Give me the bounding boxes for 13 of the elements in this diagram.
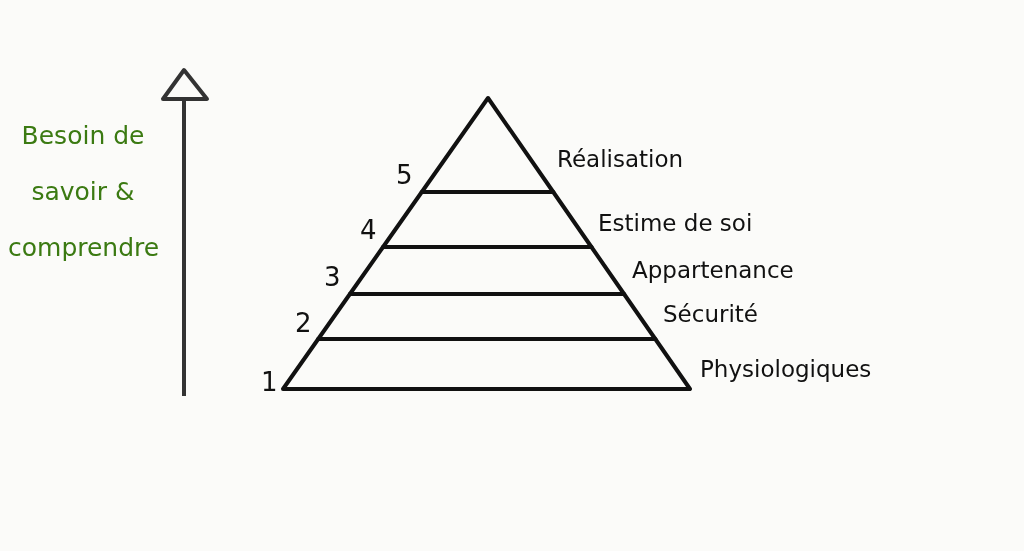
level-label: Estime de soi	[598, 210, 753, 236]
level-label: Physiologiques	[700, 356, 872, 382]
level-label: Réalisation	[557, 146, 684, 172]
pyramid-top-level	[419, 96, 556, 194]
level-number: 5	[396, 160, 413, 190]
pyramid-level	[281, 337, 692, 391]
level-number: 4	[360, 215, 377, 245]
level-number: 2	[295, 308, 312, 338]
level-number: 3	[324, 262, 341, 292]
level-number: 1	[261, 367, 278, 397]
axis-label: Besoin de savoir & comprendre	[8, 120, 158, 264]
level-label: Appartenance	[632, 257, 794, 283]
level-label: Sécurité	[663, 301, 758, 327]
